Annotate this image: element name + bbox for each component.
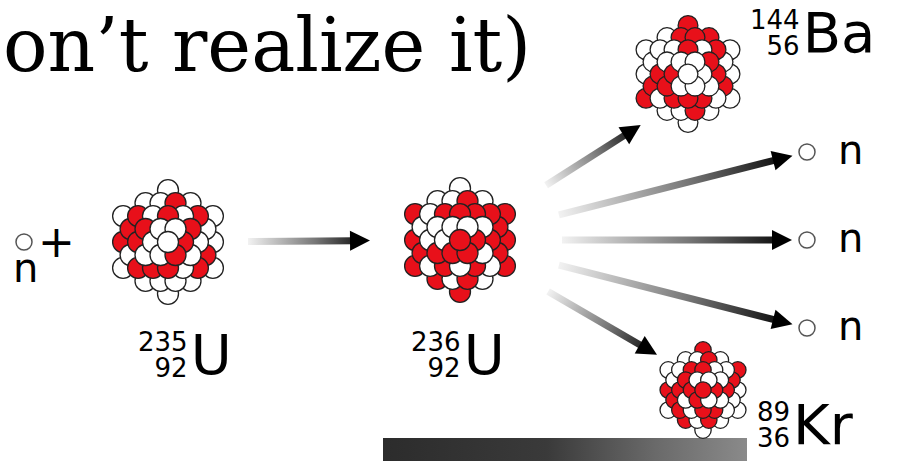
nucleon-numbers: 23692	[411, 329, 461, 381]
particle-symbol: n	[838, 218, 863, 258]
isotope-label: 23592U	[138, 327, 232, 383]
element-symbol: Ba	[803, 5, 876, 61]
arrow-head	[771, 151, 793, 170]
arrow-shaft	[559, 265, 777, 320]
atomic-number: 92	[428, 355, 461, 381]
neutron-ball	[158, 232, 179, 253]
nucleus-shape	[655, 342, 751, 438]
fission-arrow	[562, 230, 792, 250]
particle-symbol: n	[13, 248, 38, 288]
fission-arrow	[248, 231, 370, 251]
nucleus: 8936Kr	[655, 342, 751, 438]
mass-number: 236	[411, 329, 461, 355]
element-symbol: Kr	[793, 397, 853, 453]
nucleon-numbers: 14456	[750, 7, 800, 59]
arrow-head	[619, 125, 641, 144]
neutron-ball	[678, 64, 698, 84]
isotope-label: 14456Ba	[750, 5, 875, 61]
neutron-circle	[799, 232, 815, 248]
fission-arrow	[548, 291, 657, 354]
nucleus-shape	[398, 178, 522, 302]
nucleon-numbers: 23592	[138, 329, 188, 381]
particle-symbol: n	[838, 130, 863, 170]
nucleus: 14456Ba	[630, 16, 746, 132]
nucleus-shape	[630, 16, 746, 132]
isotope-label: 23692U	[411, 327, 505, 383]
slide-title: on’t realize it)	[3, 8, 531, 82]
neutron: n	[798, 143, 816, 161]
arrow-shaft	[548, 291, 643, 346]
particle-label: n	[838, 306, 863, 346]
mass-number: 144	[750, 7, 800, 33]
isotope-label: 8936Kr	[757, 397, 853, 453]
particle-label: n	[13, 248, 38, 288]
atomic-number: 92	[155, 355, 188, 381]
neutron: n	[798, 231, 816, 249]
arrow-head	[635, 336, 657, 355]
neutron-circle	[799, 320, 815, 336]
arrow-head	[771, 310, 793, 329]
proton	[695, 382, 711, 398]
proton	[450, 230, 471, 251]
arrow-shaft	[559, 160, 777, 215]
neutron-shape	[798, 143, 816, 161]
nucleus-shape	[106, 180, 230, 304]
arrow-head	[772, 230, 792, 250]
nucleon-numbers: 8936	[757, 399, 790, 451]
particle-symbol: n	[838, 306, 863, 346]
mass-number: 235	[138, 329, 188, 355]
arrow-head	[350, 231, 370, 251]
neutron: n	[15, 233, 33, 251]
element-symbol: U	[191, 327, 232, 383]
arrow-shaft	[546, 134, 627, 186]
atomic-number: 36	[757, 425, 790, 451]
neutron: n	[798, 319, 816, 337]
neutron-shape	[798, 319, 816, 337]
nucleus: 23592U	[106, 180, 230, 304]
arrow-shaft	[248, 237, 354, 245]
nucleus: 23692U	[398, 178, 522, 302]
fission-arrow	[546, 125, 641, 185]
plus-sign: +	[38, 220, 75, 264]
fission-arrow	[559, 151, 793, 215]
atomic-number: 56	[767, 33, 800, 59]
neutron-circle	[799, 144, 815, 160]
arrow-shaft	[562, 237, 776, 244]
neutron-shape	[798, 231, 816, 249]
photo	[383, 438, 747, 461]
particle-label: n	[838, 130, 863, 170]
particle-label: n	[838, 218, 863, 258]
mass-number: 89	[757, 399, 790, 425]
element-symbol: U	[464, 327, 505, 383]
